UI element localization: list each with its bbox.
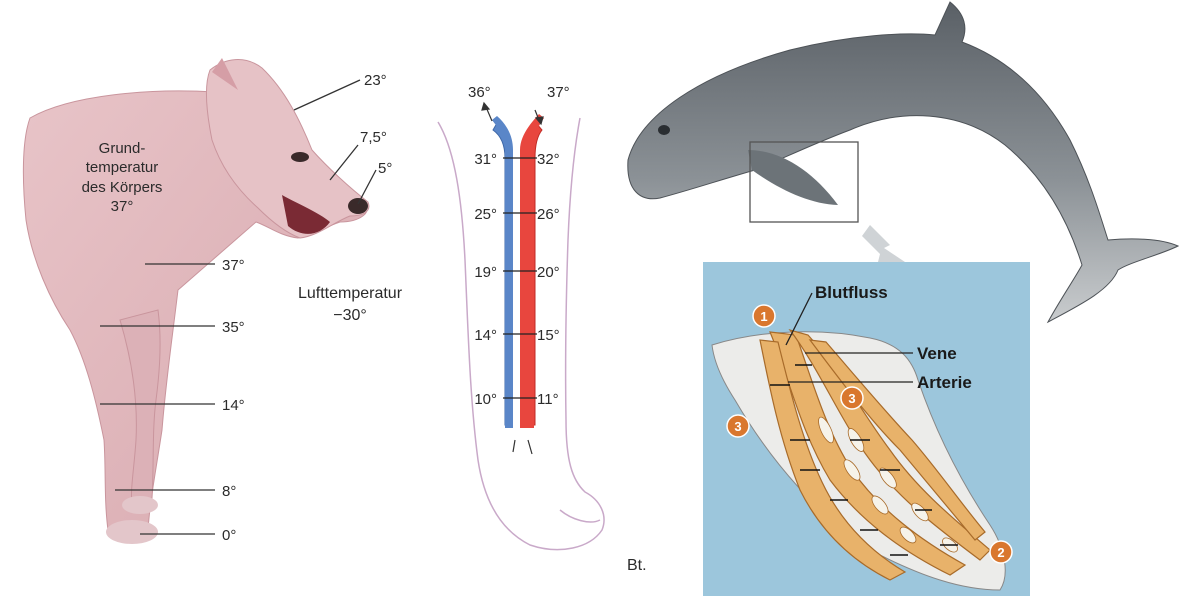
leg-toe-line: [559, 509, 601, 523]
detail-leaders: [785, 292, 913, 383]
wolf-illustration: [22, 58, 370, 544]
arrow-vein-out-head: [481, 101, 491, 111]
artery-top: [520, 114, 544, 150]
vessel-gaps: [818, 416, 958, 553]
label-blutfluss: Blutfluss: [815, 283, 888, 302]
body-label-line-3: des Körpers: [82, 179, 163, 196]
marker-1-text: 1: [760, 309, 767, 324]
artery-temp-15: 15°: [537, 327, 560, 344]
air-label-line-2: −30°: [333, 307, 367, 324]
leg-outline-path: [437, 117, 605, 551]
text-fragment: Bt.: [627, 557, 647, 574]
leg-temperature-callouts: [100, 263, 215, 535]
air-label-line-1: Lufttemperatur: [298, 285, 403, 302]
leader-5: [357, 169, 377, 205]
heat-exchange-arrows: [770, 364, 958, 556]
artery-temp-20: 20°: [537, 264, 560, 281]
marker-2: 2: [989, 540, 1013, 564]
artery-temp-32: 32°: [537, 151, 560, 168]
wolf-paw-back: [122, 496, 158, 514]
marker-3-left: 3: [726, 414, 750, 438]
leader-7-5: [329, 144, 359, 181]
marker-3-right: 3: [840, 386, 864, 410]
artery-temp-11: 11°: [537, 391, 559, 408]
head-temperature-callouts: [293, 79, 377, 205]
temp-top-vein: 36°: [468, 84, 491, 101]
vein-temp-19: 19°: [474, 264, 497, 281]
temp-leg-8: 8°: [222, 483, 236, 500]
wolf-paw: [106, 520, 158, 544]
vein-body: [505, 150, 513, 428]
vein-temp-25: 25°: [474, 206, 497, 223]
temp-head-5: 5°: [378, 160, 392, 177]
air-temperature-label: Lufttemperatur −30°: [298, 285, 403, 324]
artery-temperatures: 32° 26° 20° 15° 11°: [537, 151, 560, 408]
temp-leg-0: 0°: [222, 527, 236, 544]
temp-head-23: 23°: [364, 72, 387, 89]
temp-leg-37: 37°: [222, 257, 245, 274]
wolf-eye: [291, 152, 309, 162]
vessel-gap: [513, 150, 520, 428]
arrow-bottom-right: [527, 439, 533, 455]
flipper-detail-panel: Blutfluss Vene Arterie 1 2 3 3: [703, 262, 1030, 596]
artery-temp-26: 26°: [537, 206, 560, 223]
body-label-line-4: 37°: [111, 198, 134, 215]
temp-leg-14: 14°: [222, 397, 245, 414]
wolf-mouth: [282, 195, 330, 234]
marker-3-left-text: 3: [734, 419, 741, 434]
dolphin-flipper: [748, 150, 838, 205]
marker-3-right-text: 3: [848, 391, 855, 406]
vein-top: [492, 116, 513, 150]
wolf-head: [205, 59, 370, 239]
marker-1: 1: [752, 304, 776, 328]
body-label-line-1: Grund-: [99, 140, 146, 157]
flow-arrows: [481, 101, 544, 455]
label-arterie: Arterie: [917, 373, 972, 392]
marker-2-text: 2: [997, 545, 1004, 560]
wolf-ear: [212, 58, 238, 90]
temp-top-artery: 37°: [547, 84, 570, 101]
vein-temp-14: 14°: [474, 327, 497, 344]
dolphin-illustration: [627, 1, 1180, 324]
vessel-ticks: [503, 157, 537, 399]
arrow-artery-in-head: [534, 116, 544, 126]
label-vene: Vene: [917, 344, 957, 363]
wolf-body-temperature-label: Grund- temperatur des Körpers 37°: [82, 140, 163, 215]
vein-temp-31: 31°: [474, 151, 497, 168]
arrow-bottom-left: [512, 439, 516, 453]
temp-leg-35: 35°: [222, 319, 245, 336]
dolphin-body: [627, 1, 1180, 324]
leader-23: [293, 79, 361, 111]
artery-body: [520, 150, 534, 428]
zoom-arrow: [862, 225, 905, 262]
vein-temp-10: 10°: [474, 391, 497, 408]
flipper-zoom-box: [749, 141, 859, 223]
temp-head-7-5: 7,5°: [360, 129, 387, 146]
body-label-line-2: temperatur: [86, 159, 159, 176]
wolf-nose: [348, 198, 368, 214]
dolphin-eye: [658, 125, 670, 135]
leg-outline: [437, 117, 605, 551]
vein-temperatures: 31° 25° 19° 14° 10°: [474, 151, 497, 408]
